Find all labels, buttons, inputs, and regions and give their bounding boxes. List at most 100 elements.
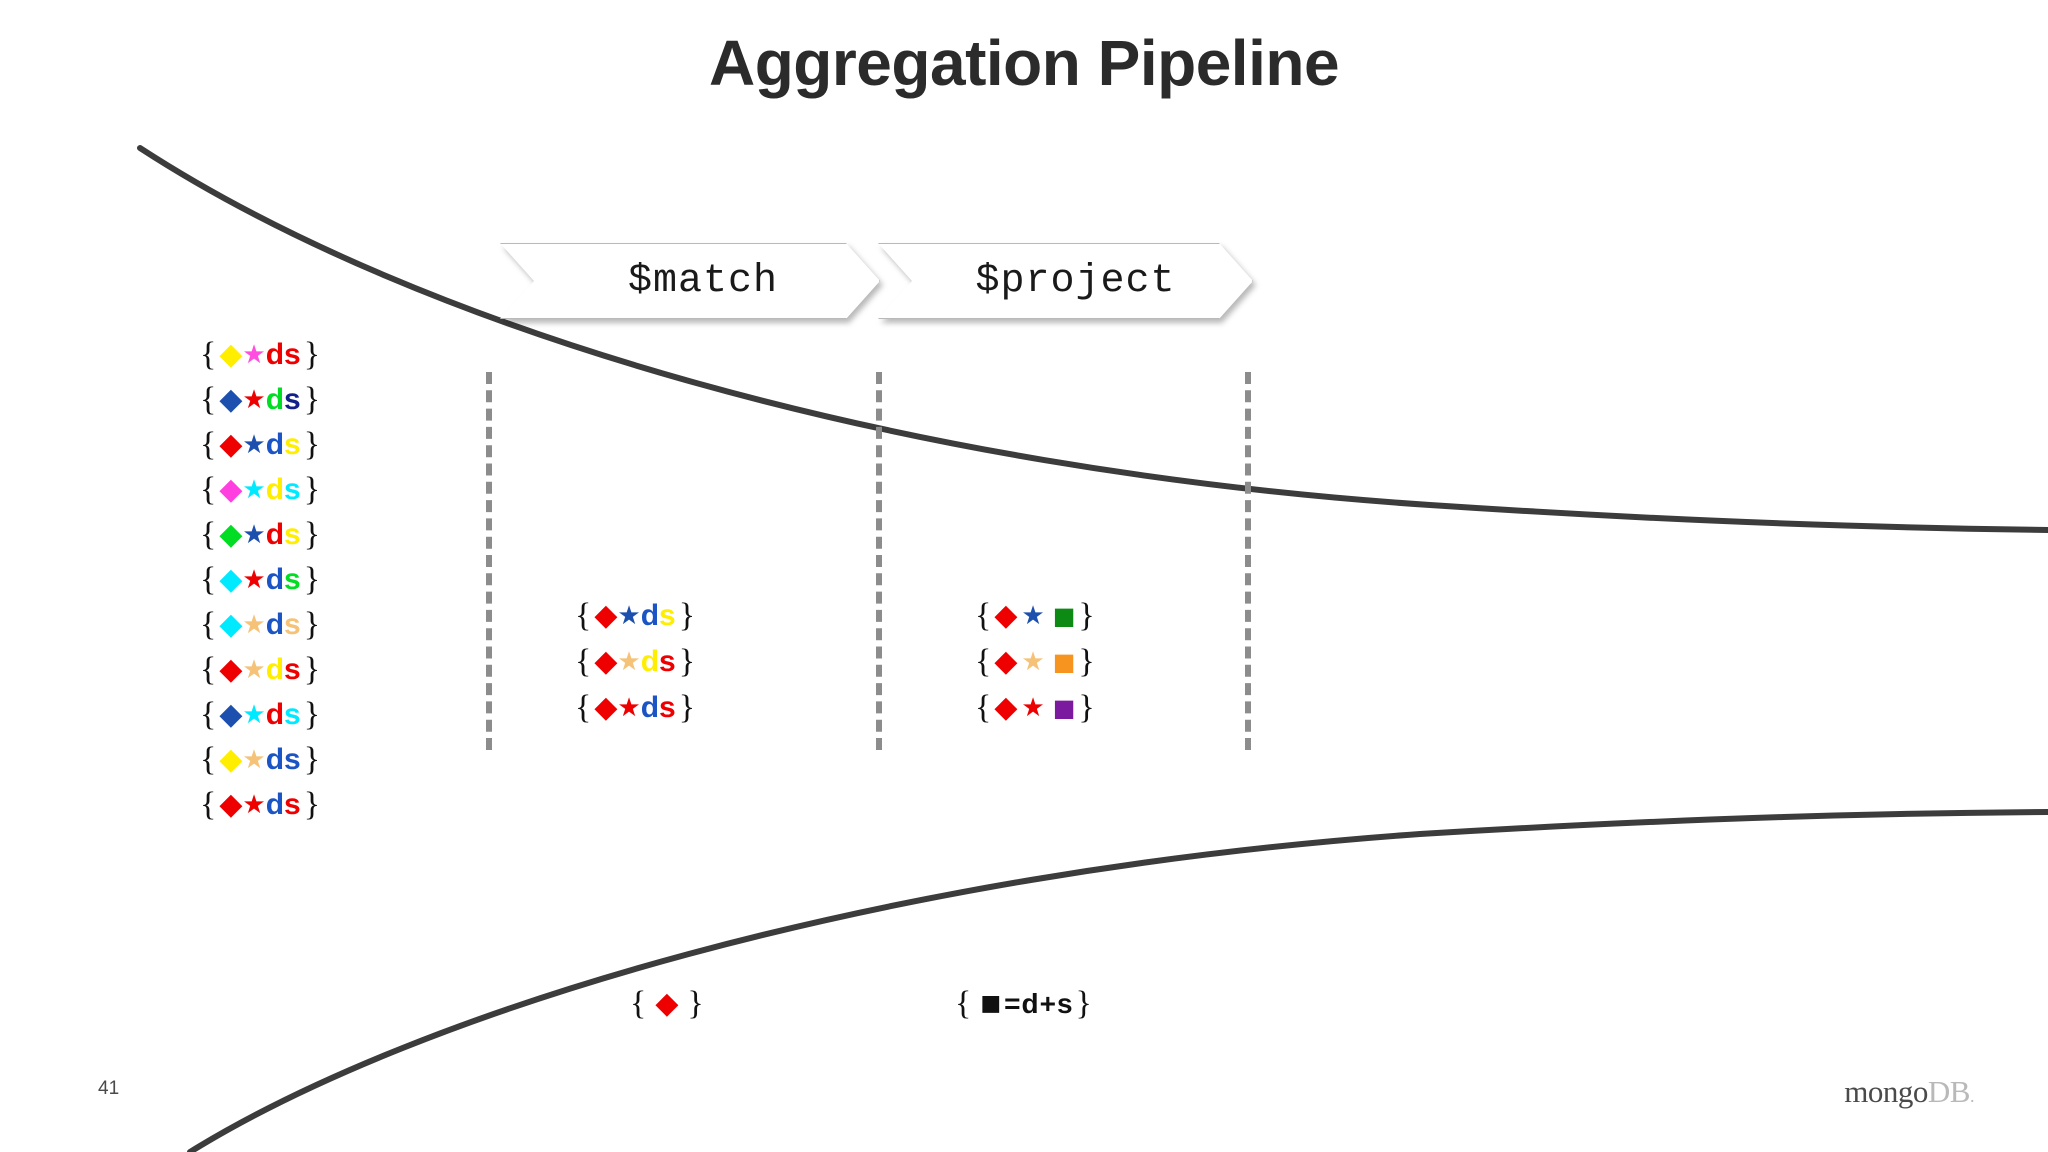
letter-s: s (284, 517, 301, 551)
letter-d: d (265, 427, 285, 461)
letter-s: s (284, 382, 301, 416)
letter-d: d (265, 517, 285, 551)
star-icon: ★ (1021, 601, 1045, 631)
brace-right: } (1078, 689, 1095, 726)
square-icon: ■ (1052, 648, 1076, 676)
stage-divider-3 (1245, 372, 1251, 750)
logo-db-text: DB (1927, 1074, 1971, 1109)
brace-left: { (975, 597, 992, 634)
star-icon: ★ (617, 693, 641, 723)
plus-sign: + (1039, 988, 1056, 1019)
diamond-icon: ◆ (655, 986, 679, 1021)
star-icon: ★ (1021, 647, 1045, 677)
brace-right: } (303, 696, 321, 733)
brace-right: } (303, 786, 321, 823)
diamond-icon: ◆ (594, 644, 618, 679)
brace-right: } (303, 606, 321, 643)
square-icon: ■ (1052, 694, 1076, 722)
diamond-icon: ◆ (219, 696, 243, 732)
doc-row: {◆★■} (975, 593, 1095, 639)
letter-d: d (640, 691, 660, 724)
star-icon: ★ (242, 744, 266, 775)
brace-right: } (1078, 597, 1095, 634)
diamond-icon: ◆ (219, 561, 243, 597)
stage-divider-1 (486, 372, 492, 750)
diamond-icon: ◆ (219, 516, 243, 552)
brace-left: { (200, 516, 217, 553)
logo-mongo-text: mongo (1844, 1074, 1928, 1109)
star-icon: ★ (242, 429, 266, 460)
letter-s: s (284, 742, 301, 776)
brace-right: } (303, 426, 321, 463)
brace-right: } (303, 516, 321, 553)
brace-right: } (678, 597, 696, 634)
diamond-icon: ◆ (994, 690, 1018, 725)
letter-s: s (1056, 988, 1073, 1019)
star-icon: ★ (242, 339, 266, 370)
letter-s: s (284, 562, 301, 596)
diamond-icon: ◆ (219, 606, 243, 642)
letter-d: d (265, 382, 285, 416)
diamond-icon: ◆ (594, 690, 618, 725)
brace-left: { (200, 471, 217, 508)
brace-right: } (303, 336, 321, 373)
letter-d: d (640, 645, 660, 678)
letter-s: s (284, 652, 301, 686)
letter-s: s (284, 337, 301, 371)
equals-sign: = (1004, 988, 1021, 1019)
doc-row: {◆★■} (975, 685, 1095, 731)
diamond-icon: ◆ (219, 336, 243, 372)
letter-d: d (265, 337, 285, 371)
brace-left: { (575, 643, 592, 680)
funnel-curve-top (137, 145, 2048, 533)
diamond-icon: ◆ (219, 786, 243, 822)
letter-d: d (640, 599, 660, 632)
star-icon: ★ (242, 474, 266, 505)
letter-d: d (1021, 988, 1039, 1019)
star-icon: ★ (242, 564, 266, 595)
brace-right: } (687, 985, 704, 1022)
letter-d: d (265, 742, 285, 776)
letter-d: d (265, 652, 285, 686)
logo-dot: . (1970, 1086, 1975, 1106)
brace-left: { (200, 651, 217, 688)
diamond-icon: ◆ (219, 471, 243, 507)
pipeline-banner: $match $project (500, 243, 1253, 319)
diamond-icon: ◆ (219, 426, 243, 462)
brace-right: } (303, 561, 321, 598)
pipeline-stage-match-label: $match (627, 258, 779, 304)
letter-s: s (659, 645, 676, 678)
brace-left: { (975, 689, 992, 726)
brace-right: } (303, 741, 321, 778)
page-title: Aggregation Pipeline (708, 27, 1340, 99)
letter-s: s (284, 607, 301, 641)
diamond-icon: ◆ (219, 381, 243, 417)
pipeline-stage-project-label: $project (975, 258, 1176, 304)
pipeline-stage-project[interactable]: $project (878, 243, 1253, 319)
brace-left: { (975, 643, 992, 680)
brace-left: { (200, 381, 217, 418)
letter-s: s (284, 787, 301, 821)
star-icon: ★ (242, 699, 266, 730)
pipeline-stage-match[interactable]: $match (500, 243, 880, 319)
brace-left: { (575, 597, 592, 634)
brace-right: } (1075, 985, 1092, 1022)
project-formula-footnote: {■=d+s} (955, 985, 1092, 1023)
brace-left: { (200, 696, 217, 733)
letter-s: s (659, 691, 676, 724)
brace-left: { (955, 985, 972, 1022)
brace-left: { (200, 741, 217, 778)
brace-right: } (303, 471, 321, 508)
diamond-icon: ◆ (994, 644, 1018, 679)
letter-s: s (659, 599, 676, 632)
